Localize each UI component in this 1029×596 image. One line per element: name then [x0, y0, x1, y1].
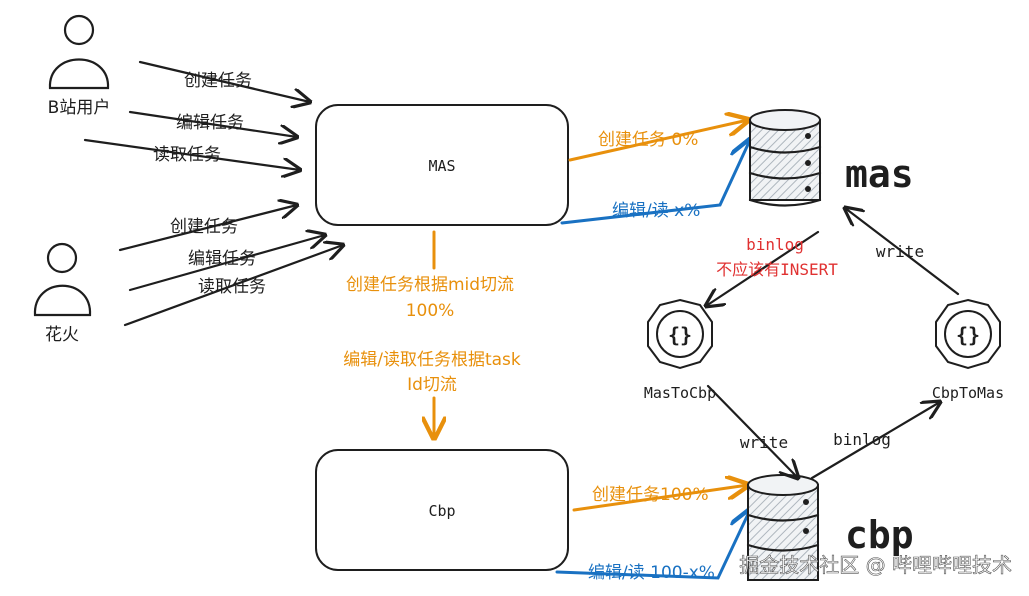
user-edit-arrow: [128, 110, 297, 137]
binlog-top-arrow: [706, 230, 820, 306]
user-to-mas-edges: [83, 60, 310, 170]
person-body-icon: [33, 284, 92, 317]
cbp-service-box: [315, 449, 569, 571]
watermark: 掘金技术社区 @ 哔哩哔哩技术: [739, 553, 1012, 577]
cbp-to-mas-service: {}: [935, 298, 1001, 370]
huahuo-label: 花火: [45, 325, 79, 345]
huahuo-edit-arrow: [128, 235, 325, 292]
person-head-icon: [46, 242, 78, 274]
mas-create-arrow: [568, 120, 748, 162]
huahuo-read-label: 读取任务: [198, 277, 266, 297]
user-edit-label: 编辑任务: [176, 113, 244, 133]
huahuo-create-arrow: [118, 205, 297, 252]
brace-icon: {}: [956, 323, 980, 347]
huahuo-edit-label: 编辑任务: [188, 249, 256, 269]
mas-database-icon: [748, 109, 822, 207]
write-bottom-label: write: [740, 433, 788, 452]
mas-to-cbp-service: {}: [647, 298, 713, 370]
mas-edit-read-pct-label: 编辑/读 x%: [612, 201, 700, 221]
huahuo-to-mas-edges: [118, 205, 343, 327]
huahuo-actor: [33, 242, 92, 317]
binlog-bottom-label: binlog: [833, 430, 891, 449]
person-body-icon: [48, 58, 110, 90]
binlog-bottom-arrow: [810, 402, 940, 480]
mas-edit-read-arrow: [560, 140, 750, 225]
user-create-arrow: [138, 60, 310, 102]
routing-line3: 编辑/读取任务根据task: [343, 350, 521, 370]
cbp-create-pct-label: 创建任务100%: [592, 485, 709, 505]
routing-line1: 创建任务根据mid切流: [346, 275, 514, 295]
mas-create-pct-label: 创建任务 0%: [598, 130, 698, 150]
write-top-label: write: [876, 242, 924, 261]
mas-to-cbp-label: MasToCbp: [644, 384, 716, 402]
mas-db-label: mas: [845, 152, 914, 196]
bilibili-user-label: B站用户: [48, 98, 111, 118]
write-top-arrow: [845, 208, 960, 296]
bilibili-user-actor: [48, 14, 110, 90]
cbp-edit-read-pct-label: 编辑/读 100-x%: [588, 563, 715, 583]
user-read-arrow: [83, 138, 300, 170]
routing-line2: 100%: [406, 301, 455, 321]
user-create-label: 创建任务: [184, 71, 252, 91]
person-head-icon: [63, 14, 95, 46]
cbp-db-label: cbp: [845, 513, 914, 557]
cbp-service-label: Cbp: [428, 502, 455, 520]
cbp-edit-read-arrow: [555, 510, 750, 580]
huahuo-read-arrow: [123, 245, 343, 327]
write-bottom-arrow: [706, 384, 798, 478]
brace-icon: {}: [668, 323, 692, 347]
user-read-label: 读取任务: [153, 145, 221, 165]
mas-service-box: [315, 104, 569, 226]
routing-line4: Id切流: [407, 375, 457, 395]
cbp-to-mas-label: CbpToMas: [932, 384, 1004, 402]
binlog-warning-label: 不应该有INSERT: [716, 260, 838, 279]
cbp-create-arrow: [572, 485, 748, 512]
binlog-top-label: binlog: [746, 235, 804, 254]
huahuo-create-label: 创建任务: [170, 217, 238, 237]
mas-service-label: MAS: [428, 157, 455, 175]
cbp-database-icon: [746, 474, 820, 581]
